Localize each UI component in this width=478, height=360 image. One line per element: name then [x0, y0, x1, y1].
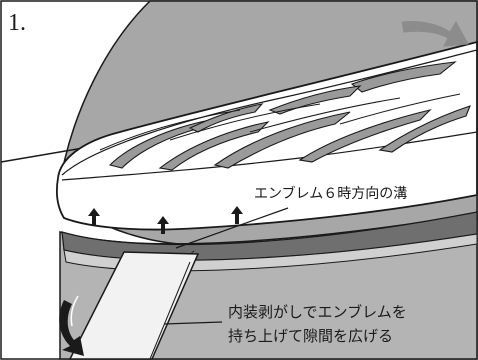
emblem-relief-details: [108, 61, 471, 171]
pry-arrow-highlight: [70, 295, 79, 327]
emblem-ridge-lines: [99, 93, 461, 151]
up-arrow-icon: [231, 206, 243, 224]
pry-callout-line-1: 内装剥がしでエンブレムを: [228, 303, 407, 321]
emblem-top-edge: [61, 49, 478, 176]
curved-pry-arrow-icon: [59, 300, 84, 356]
up-arrow-icon: [157, 216, 169, 234]
step-number: 1.: [8, 10, 26, 36]
tool-edge-line: [149, 261, 191, 360]
pry-callout-line-2: 持ち上げて隙間を広げる: [228, 327, 394, 345]
up-arrow-icons: [88, 206, 243, 234]
curved-arrow-icon: [401, 20, 469, 47]
up-arrow-icon: [88, 208, 100, 226]
pry-leader-line: [163, 321, 223, 325]
pry-callout-label: 内装剥がしでエンブレムを 持ち上げて隙間を広げる: [228, 300, 407, 348]
groove-leader-line: [175, 207, 289, 249]
groove-callout-label: エンブレム６時方向の溝: [254, 186, 408, 202]
emblem-face-edge: [61, 131, 478, 181]
trim-removal-tool: [68, 251, 200, 360]
